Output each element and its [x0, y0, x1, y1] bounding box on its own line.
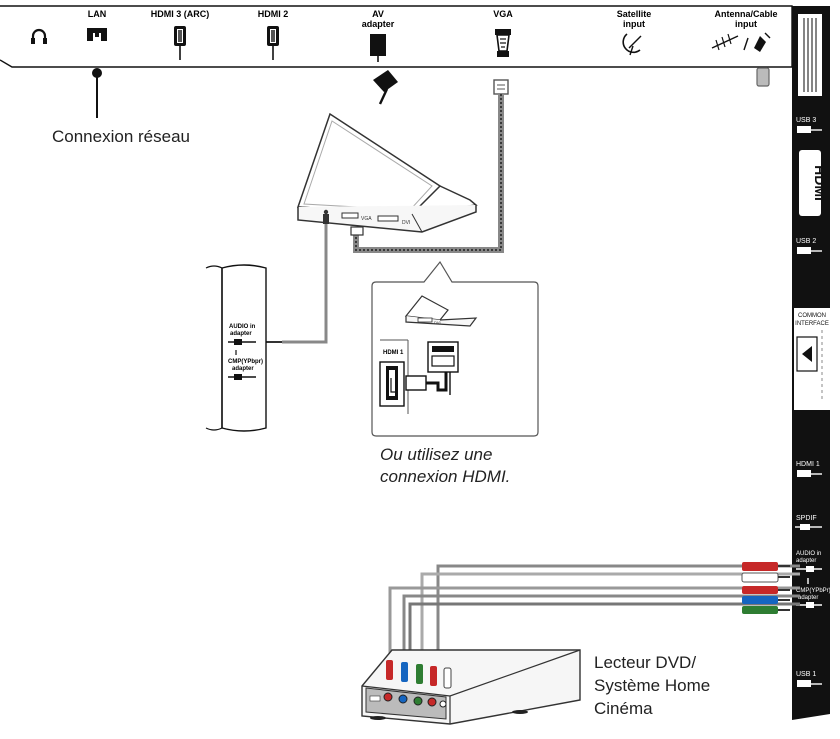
audio-rca-plugs	[741, 562, 790, 583]
left-panel-cutaway: AUDIO in adapter CMP(YPbpr) adapter	[205, 264, 267, 432]
usb1-port-icon	[797, 680, 822, 687]
license-text-block	[803, 18, 817, 92]
port-label-satellite: Satellite	[617, 9, 652, 19]
left-label-cmp-1: CMP(YPbpr)	[228, 359, 263, 365]
side-label-hdmi1: HDMI 1	[796, 461, 820, 468]
audio-in-port-icon	[796, 566, 822, 584]
spdif-port-icon	[795, 524, 822, 530]
port-label-vga: VGA	[493, 9, 513, 19]
hdmi2-port-icon	[267, 26, 279, 60]
port-label-antenna: Antenna/Cable	[714, 9, 777, 19]
left-label-cmp-2: adapter	[232, 366, 254, 372]
port-label-av-2: adapter	[362, 19, 395, 29]
side-label-usb2: USB 2	[796, 238, 816, 245]
caption-network: Connexion réseau	[52, 127, 190, 146]
audio-cable	[256, 214, 329, 344]
laptop-label-vga: VGA	[361, 216, 372, 222]
side-label-usb1: USB 1	[796, 671, 816, 678]
side-connector-panel: USB 3 HDMI USB 2 COMMON INTERFACE HDMI 1…	[792, 6, 831, 720]
inset-hdmi-to-dvi-cable	[405, 341, 459, 395]
hdmi1-port-icon	[797, 470, 822, 477]
hdmi-logo: HDMI	[812, 165, 828, 201]
lan-port-icon	[87, 28, 107, 41]
side-label-cmp-2: adapter	[798, 595, 818, 601]
caption-hdmi-alt-2: connexion HDMI.	[380, 467, 510, 486]
left-label-audio-in-1: AUDIO in	[229, 324, 256, 330]
caption-dvd-1: Lecteur DVD/	[594, 653, 696, 672]
caption-dvd-2: Système Home	[594, 676, 710, 695]
inset-hdmi-port-icon	[379, 361, 405, 407]
inset-laptop-corner: DVI	[404, 295, 478, 327]
hdmi3-port-icon	[174, 26, 186, 60]
port-label-antenna-2: input	[735, 19, 757, 29]
left-label-audio-in-2: adapter	[230, 331, 252, 337]
hdmi-inset-callout: DVI HDMI 1	[371, 260, 539, 437]
dvd-player-illustration	[361, 649, 581, 725]
inset-label-dvi: DVI	[434, 320, 441, 325]
headphone-icon	[31, 28, 47, 44]
component-rca-plugs	[742, 586, 790, 614]
side-label-audio-in-2: adapter	[796, 558, 816, 564]
av-port-icon	[370, 34, 386, 62]
satellite-dish-icon	[622, 33, 642, 56]
inset-label-hdmi: HDMI 1	[383, 350, 404, 356]
common-interface-slot-icon	[796, 330, 823, 400]
laptop-label-dvi: DVI	[402, 220, 410, 226]
usb3-port-icon	[797, 126, 822, 133]
side-label-common-1: COMMON	[798, 313, 826, 319]
port-label-satellite-2: input	[623, 19, 645, 29]
side-label-cmp-1: CMP(YPbPr)	[796, 588, 831, 594]
side-label-spdif: SPDIF	[796, 515, 817, 522]
top-connector-panel: LAN HDMI 3 (ARC) HDMI 2 AV adapter	[0, 5, 793, 68]
vga-port-icon	[495, 29, 511, 57]
cmp-port-icon	[796, 602, 822, 608]
port-label-hdmi3: HDMI 3 (ARC)	[151, 9, 210, 19]
av-scart-plug-icon	[373, 70, 398, 105]
rca-cables	[388, 562, 800, 668]
laptop-illustration: VGA DVI	[296, 112, 478, 236]
port-label-av: AV	[372, 9, 384, 19]
usb2-port-icon	[797, 247, 822, 254]
side-label-common-2: INTERFACE	[795, 321, 829, 327]
dvd-rca-plugs	[386, 660, 452, 689]
network-connection	[92, 68, 102, 118]
caption-dvd-3: Cinéma	[594, 699, 653, 718]
antenna-plug-icon	[756, 67, 770, 87]
side-label-audio-in-1: AUDIO in	[796, 551, 821, 557]
antenna-icon	[711, 32, 771, 52]
port-label-lan: LAN	[88, 9, 107, 19]
caption-hdmi-alt-1: Ou utilisez une	[380, 445, 492, 464]
port-label-hdmi2: HDMI 2	[258, 9, 289, 19]
vga-plug-icon	[493, 79, 509, 95]
side-label-usb3: USB 3	[796, 117, 816, 124]
